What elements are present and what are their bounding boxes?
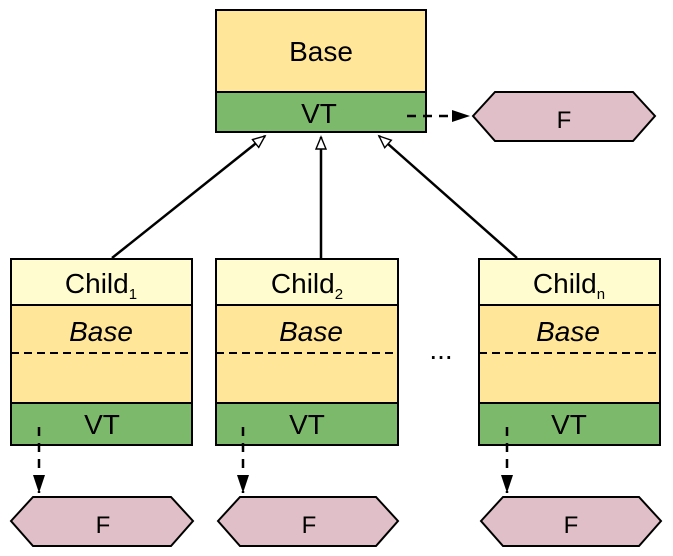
base-class: Base VT [215,9,427,133]
child-vtable-label: VT [84,409,120,440]
child-header [10,258,193,306]
child-header [215,258,399,306]
child-function-label: F [96,512,111,539]
child-n-function-node: F [479,496,663,547]
child-vtable [215,402,399,446]
child-header [478,258,661,306]
child-2-function-node: F [216,496,400,547]
child-vtable-label: VT [289,409,325,440]
child-base-label: Base [69,316,133,347]
base-vtable [215,91,427,133]
base-function-label: F [557,107,572,134]
ellipsis: ... [429,334,452,365]
base-vtable-label: VT [301,98,337,129]
inheritance-arrow-child-1 [111,136,265,259]
child-class-n: Childn Base VT [478,258,661,446]
child-class-2: Child2 Base VT [215,258,399,446]
inheritance-arrow-child-n [379,136,518,259]
base-title: Base [289,36,353,67]
child-vtable-label: VT [551,409,587,440]
child-class-1: Child1 Base VT [10,258,193,446]
base-function-node: F [471,91,657,142]
child-vtable [478,402,661,446]
child-base-label: Base [536,316,600,347]
child-function-label: F [302,512,317,539]
child-title: Child1 [65,268,137,303]
child-1-function-node: F [9,496,195,547]
child-function-label: F [564,512,579,539]
child-base-label: Base [279,316,343,347]
child-title: Childn [533,268,605,303]
child-vtable [10,402,193,446]
child-title: Child2 [271,268,343,303]
base-header [215,9,427,93]
